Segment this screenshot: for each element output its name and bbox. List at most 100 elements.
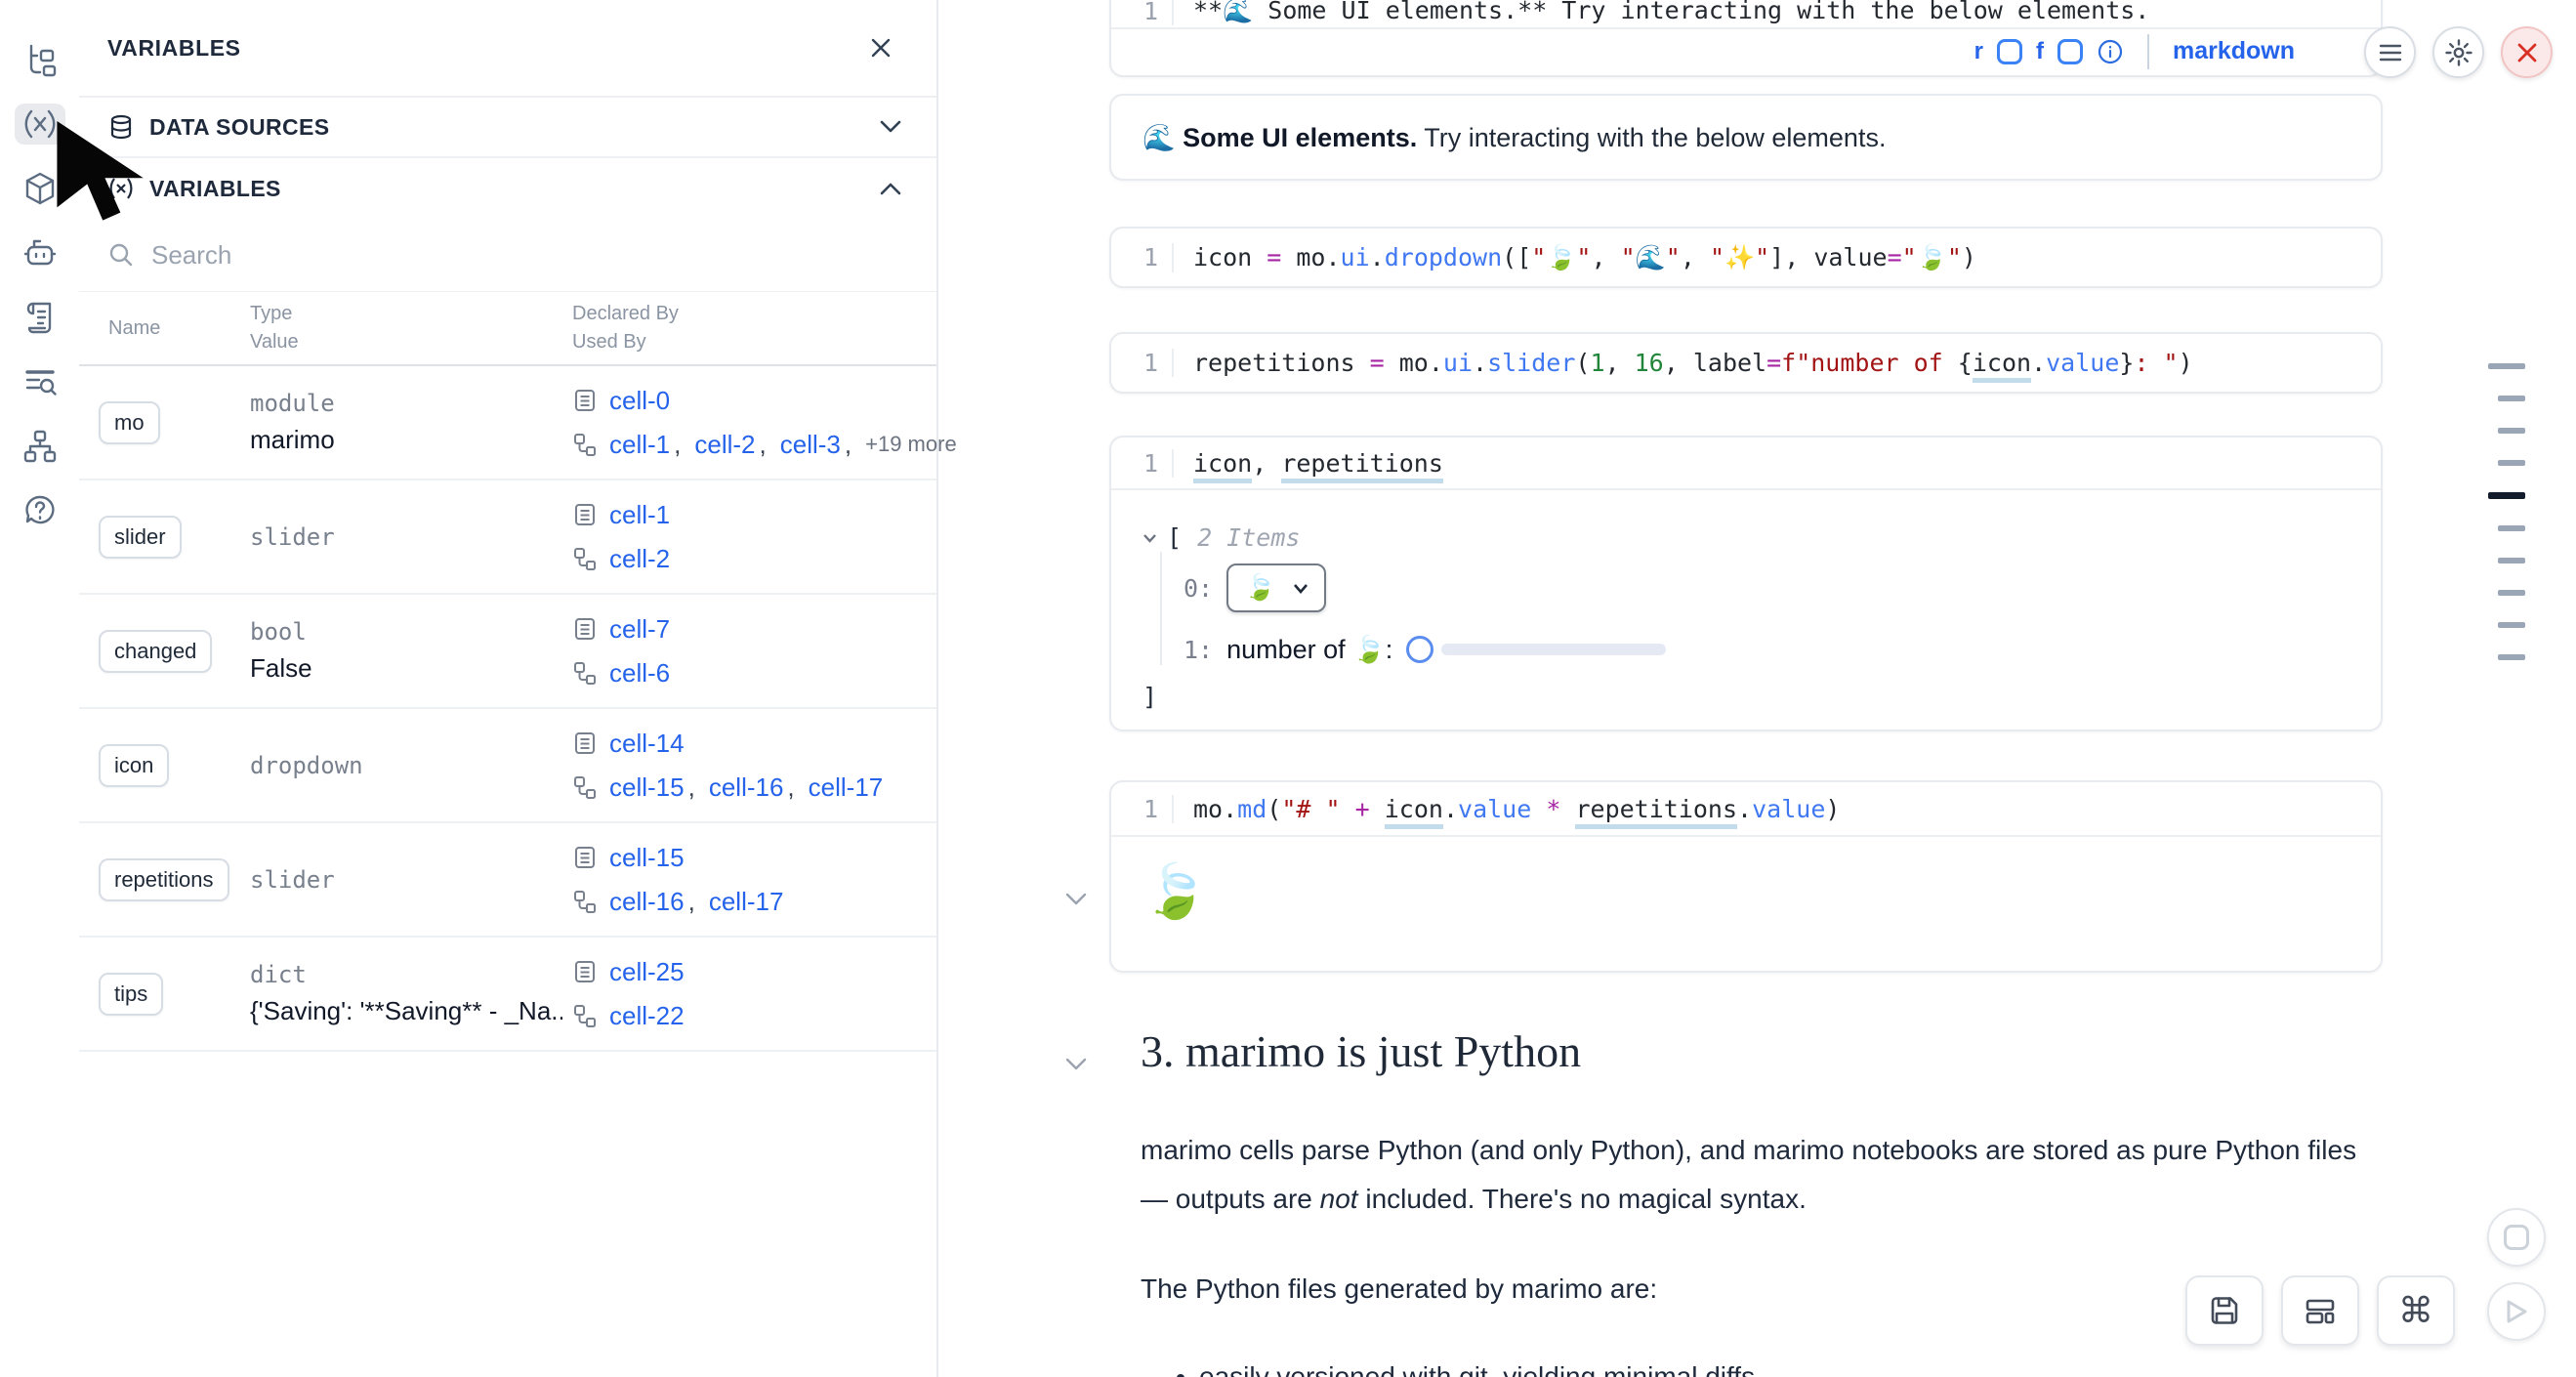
variable-name-cell: mo <box>99 400 250 444</box>
shutdown-button[interactable] <box>2501 26 2553 78</box>
sidebar-item-packages[interactable] <box>15 168 65 209</box>
variable-type-cell: slider <box>250 523 572 551</box>
variable-value: marimo <box>250 425 335 454</box>
shortcuts-button[interactable]: ⌘ <box>2377 1275 2455 1346</box>
cell-link[interactable]: cell-2 <box>694 429 756 459</box>
cell-link[interactable]: cell-17 <box>808 772 884 802</box>
sidebar-item-file-explorer[interactable] <box>15 39 65 80</box>
sidebar-item-scratchpad[interactable] <box>15 297 65 338</box>
run-checkbox[interactable] <box>1996 38 2022 64</box>
mouse-cursor <box>53 121 156 230</box>
link-separator: , <box>674 429 682 459</box>
cell-editor[interactable]: 1 icon = mo.ui.dropdown(["🍃", "🌊", "✨"],… <box>1111 229 2381 286</box>
panel-title: VARIABLES <box>107 34 241 61</box>
minimap-cell-marker[interactable] <box>2498 428 2525 434</box>
used-by-link-icon <box>574 776 596 799</box>
variable-name-badge[interactable]: tips <box>99 972 164 1016</box>
cell-link[interactable]: cell-7 <box>609 613 671 644</box>
variable-name-badge[interactable]: changed <box>99 629 213 673</box>
sidebar-item-dependency-graph[interactable] <box>15 426 65 467</box>
cell-md-expression[interactable]: 1 mo.md("# " + icon.value * repetitions.… <box>1109 780 2383 973</box>
variable-links-cell: cell-7 cell-6 <box>572 614 927 688</box>
minimap-cell-marker[interactable] <box>2498 654 2525 660</box>
cell-link[interactable]: cell-1 <box>609 499 671 529</box>
sidebar-item-variables[interactable] <box>14 104 65 145</box>
stop-button[interactable] <box>2487 1208 2546 1267</box>
info-icon[interactable] <box>2097 38 2124 65</box>
minimap-cell-marker[interactable] <box>2498 460 2525 466</box>
cell-link[interactable]: cell-22 <box>609 1000 685 1030</box>
sidebar-item-ai-assistant[interactable] <box>15 232 65 273</box>
declared-by-row: cell-15 <box>572 843 927 873</box>
tree-root[interactable]: [ 2 Items <box>1143 523 2381 552</box>
link-separator: , <box>687 886 695 916</box>
slider-thumb[interactable] <box>1406 636 1434 663</box>
search-input[interactable] <box>151 239 737 271</box>
slider-track[interactable] <box>1441 644 1667 655</box>
variable-links-cell: cell-0 cell-1,cell-2,cell-3,+19 more <box>572 386 957 460</box>
cell-collapse-chevron-icon[interactable] <box>1064 892 1088 906</box>
cell-editor[interactable]: 1 **🌊 Some UI elements.** Try interactin… <box>1111 0 2381 27</box>
minimap-cell-marker[interactable] <box>2498 525 2525 531</box>
icon-dropdown-select[interactable]: 🍃 <box>1226 563 1327 612</box>
chevron-down-icon <box>1143 533 1156 543</box>
cell-language-label[interactable]: markdown <box>2172 37 2295 64</box>
minimap-cell-marker[interactable] <box>2498 622 2525 628</box>
cell-link[interactable]: cell-16 <box>708 772 784 802</box>
cell-link[interactable]: cell-6 <box>609 657 671 688</box>
run-button[interactable] <box>2487 1282 2546 1341</box>
cell-editor[interactable]: 1 mo.md("# " + icon.value * repetitions.… <box>1111 782 2381 837</box>
layout-button[interactable] <box>2281 1275 2359 1346</box>
variable-name-badge[interactable]: slider <box>99 515 182 559</box>
variable-name-badge[interactable]: icon <box>99 743 170 787</box>
cell-slider-def[interactable]: 1 repetitions = mo.ui.slider(1, 16, labe… <box>1109 332 2383 394</box>
cell-link[interactable]: cell-16 <box>609 886 685 916</box>
cell-link[interactable]: cell-25 <box>609 956 685 986</box>
section-variables[interactable]: VARIABLES <box>79 158 936 219</box>
used-by-row: cell-6 <box>572 658 927 688</box>
notebook-menu-button[interactable] <box>2364 26 2416 78</box>
minimap-cell-marker[interactable] <box>2498 590 2525 596</box>
format-checkbox[interactable] <box>2057 38 2083 64</box>
cell-link[interactable]: cell-15 <box>609 772 685 802</box>
code-line[interactable]: icon = mo.ui.dropdown(["🍃", "🌊", "✨"], v… <box>1172 242 1976 272</box>
section-collapse-chevron-icon[interactable] <box>1064 1057 1088 1071</box>
code-line[interactable]: icon, repetitions <box>1172 448 1443 483</box>
sidebar-item-help[interactable] <box>15 490 65 531</box>
settings-button[interactable] <box>2432 26 2484 78</box>
cell-dropdown-def[interactable]: 1 icon = mo.ui.dropdown(["🍃", "🌊", "✨"],… <box>1109 227 2383 288</box>
sidebar-item-logs[interactable] <box>15 361 65 402</box>
code-line[interactable]: mo.md("# " + icon.value * repetitions.va… <box>1172 794 1840 829</box>
close-icon[interactable] <box>868 35 893 61</box>
code-line[interactable]: **🌊 Some UI elements.** Try interacting … <box>1172 0 2149 25</box>
used-by-row: cell-16, cell-17 <box>572 887 927 917</box>
cell-link[interactable]: cell-15 <box>609 842 685 872</box>
tuple-output-tree: [ 2 Items 0: 🍃 1: number of 🍃: <box>1111 490 2381 711</box>
save-button[interactable] <box>2185 1275 2264 1346</box>
minimap-cell-marker[interactable] <box>2488 363 2525 369</box>
cell-editor[interactable]: 1 repetitions = mo.ui.slider(1, 16, labe… <box>1111 334 2381 392</box>
line-number: 1 <box>1143 0 1158 25</box>
variable-name-badge[interactable]: repetitions <box>99 857 229 901</box>
cell-editor[interactable]: 1 icon, repetitions <box>1111 438 2381 490</box>
markdown-intro-output: 🌊 Some UI elements. Try interacting with… <box>1109 94 2383 181</box>
notebook-area: 1 **🌊 Some UI elements.** Try interactin… <box>938 0 2576 1377</box>
minimap-cell-marker[interactable] <box>2498 396 2525 401</box>
cell-link[interactable]: cell-14 <box>609 728 685 758</box>
cell-expression[interactable]: 1 icon, repetitions [ 2 Items 0: 🍃 <box>1109 436 2383 731</box>
cell-link[interactable]: cell-0 <box>609 385 671 415</box>
variables-panel: VARIABLES DATA SOURCES VARIABLES Name <box>79 0 957 1377</box>
code-line[interactable]: repetitions = mo.ui.slider(1, 16, label=… <box>1172 349 2193 383</box>
cell-link[interactable]: cell-1 <box>609 429 671 459</box>
cell-link[interactable]: cell-3 <box>779 429 841 459</box>
help-icon <box>24 495 55 524</box>
variable-name-badge[interactable]: mo <box>99 400 160 444</box>
cell-link[interactable]: cell-2 <box>609 543 671 573</box>
cell-link[interactable]: cell-17 <box>708 886 784 916</box>
more-links-label[interactable]: +19 more <box>865 432 957 456</box>
minimap-cell-marker[interactable] <box>2498 558 2525 563</box>
cell-minimap[interactable] <box>2488 363 2525 660</box>
cell-markdown-intro[interactable]: 1 **🌊 Some UI elements.** Try interactin… <box>1109 0 2383 77</box>
section-data-sources[interactable]: DATA SOURCES <box>79 98 936 158</box>
minimap-active-cell-marker[interactable] <box>2488 492 2525 499</box>
